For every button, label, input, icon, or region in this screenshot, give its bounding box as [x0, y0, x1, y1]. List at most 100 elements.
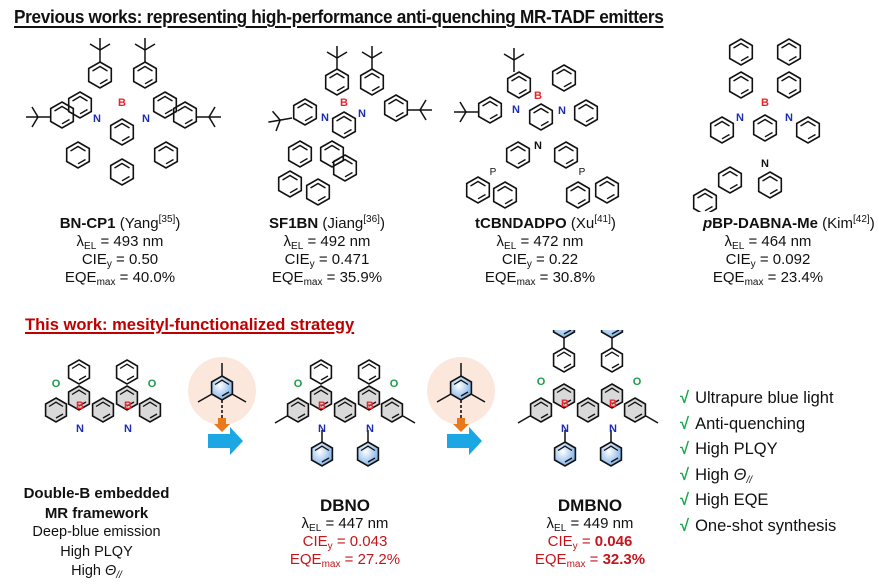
nitrogen-atom: N	[358, 108, 366, 120]
nitrogen-atom: N	[558, 105, 566, 117]
eqe-max-value: 35.9%	[339, 269, 383, 286]
dmbno-structure: B B N N O O	[517, 330, 659, 467]
check-icon: √	[680, 440, 690, 458]
cie-y-value: 0.043	[349, 533, 388, 550]
sf1bn-structure: B N N	[265, 45, 433, 206]
nitrogen-atom: N	[142, 113, 150, 125]
benefit-item: √Ultrapure blue light	[680, 389, 834, 407]
eqe-max-value: 30.8%	[552, 269, 596, 286]
nitrogen-atom: N	[785, 112, 793, 124]
compound-name: BN-CP1	[59, 215, 116, 232]
boron-atom: B	[366, 400, 374, 412]
lambda-el-value: 464 nm	[761, 233, 812, 250]
bn-cp1-structure: B N N	[25, 37, 222, 186]
tcbndadpo-structure: B N N N P P	[453, 47, 620, 209]
cie-y-value: 0.50	[128, 251, 159, 268]
mesityl-addition-step-1	[188, 357, 256, 455]
eqe-max-value: 40.0%	[132, 269, 176, 286]
blue-right-arrow-icon	[447, 427, 482, 455]
nitrogen-atom: N	[761, 158, 769, 170]
nitrogen-atom: N	[366, 423, 374, 435]
nitrogen-atom: N	[321, 112, 329, 124]
boron-atom: B	[609, 398, 617, 410]
check-icon: √	[680, 389, 690, 407]
compound-name: SF1BN	[269, 215, 319, 232]
pbp-dabna-me-structure: B N N N	[692, 38, 821, 212]
reference: [41]	[594, 214, 611, 225]
compound-name: DBNO	[319, 496, 371, 515]
compound-name: tCBNDADPO	[475, 215, 567, 232]
eqe-max-value: 23.4%	[780, 269, 824, 286]
boron-atom: B	[561, 398, 569, 410]
blue-right-arrow-icon	[208, 427, 243, 455]
lambda-el-value: 493 nm	[113, 233, 164, 250]
nitrogen-atom: N	[609, 423, 617, 435]
cie-y-value: 0.22	[548, 251, 579, 268]
reference: [36]	[363, 214, 380, 225]
lambda-el-value: 447 nm	[338, 515, 389, 532]
pbp-dabna-me-caption: pBP-DABNA-Me (Kim[42]) λEL = 464 nm CIEy…	[703, 214, 875, 288]
author: Xu	[575, 215, 595, 232]
framework-description: Double-B embedded MR framework Deep-blue…	[14, 484, 179, 582]
boron-atom: B	[76, 400, 84, 412]
cie-y-value: 0.046	[594, 533, 633, 550]
orange-down-arrow-icon	[453, 418, 469, 432]
boron-atom: B	[761, 97, 769, 109]
reference: [42]	[853, 214, 870, 225]
author: Yang	[124, 215, 159, 232]
nitrogen-atom: N	[512, 104, 520, 116]
author: Kim	[827, 215, 854, 232]
previous-works-title: Previous works: representing high-perfor…	[14, 6, 664, 27]
author: Jiang	[327, 215, 364, 232]
nitrogen-atom: N	[736, 112, 744, 124]
nitrogen-atom: N	[76, 423, 84, 435]
benefit-item: √High PLQY	[680, 440, 778, 458]
dmbno-caption: DMBNO λEL = 449 nm CIEy = 0.046 EQEmax =…	[525, 496, 655, 570]
framework-structure: B B N N O O	[44, 359, 162, 435]
orange-down-arrow-icon	[214, 418, 230, 432]
mesityl-addition-step-2	[427, 357, 495, 455]
tcbndadpo-caption: tCBNDADPO (Xu[41]) λEL = 472 nm CIEy = 0…	[475, 214, 616, 288]
compound-name: DMBNO	[557, 496, 623, 515]
nitrogen-atom: N	[561, 423, 569, 435]
eqe-max-value: 27.2%	[357, 551, 401, 568]
previous-works-structures: B N N B N N B N N N P P	[25, 37, 821, 212]
eqe-max-value: 32.3%	[602, 551, 646, 568]
phosphorus-atom: P	[579, 167, 586, 178]
framework-title-line2: MR framework	[44, 504, 149, 522]
benefits-list: √Ultrapure blue light √Anti-quenching √H…	[680, 386, 836, 539]
boron-atom: B	[118, 97, 126, 109]
oxygen-atom: O	[633, 376, 642, 388]
reference: [35]	[158, 214, 176, 225]
oxygen-atom: O	[537, 376, 546, 388]
oxygen-atom: O	[148, 378, 157, 390]
framework-feature: High PLQY	[60, 543, 133, 560]
framework-feature: High Θ//	[71, 563, 122, 581]
framework-feature: Deep-blue emission	[32, 524, 161, 540]
this-work-structures: B B N N O O B B N N O O	[44, 330, 659, 467]
nitrogen-atom: N	[124, 423, 132, 435]
oxygen-atom: O	[294, 378, 303, 390]
this-work-title: This work: mesityl-functionalized strate…	[25, 316, 355, 334]
benefit-item: √High EQE	[680, 491, 769, 509]
oxygen-atom: O	[52, 378, 61, 390]
nitrogen-atom: N	[318, 423, 326, 435]
cie-y-value: 0.471	[331, 251, 370, 268]
phosphorus-atom: P	[490, 167, 497, 178]
boron-atom: B	[534, 90, 542, 102]
nitrogen-atom: N	[534, 140, 542, 152]
boron-atom: B	[318, 400, 326, 412]
lambda-el-value: 449 nm	[583, 515, 634, 532]
benefit-item: √Anti-quenching	[680, 414, 806, 433]
framework-title-line1: Double-B embedded	[23, 485, 170, 502]
cie-y-value: 0.092	[772, 251, 811, 268]
bn-cp1-caption: BN-CP1 (Yang[35]) λEL = 493 nm CIEy = 0.…	[59, 214, 181, 288]
dbno-caption: DBNO λEL = 447 nm CIEy = 0.043 EQEmax = …	[280, 496, 410, 570]
benefit-item: √High Θ//	[680, 465, 752, 486]
sf1bn-caption: SF1BN (Jiang[36]) λEL = 492 nm CIEy = 0.…	[269, 214, 385, 288]
compound-name: BP-DABNA-Me	[712, 215, 818, 232]
check-icon: √	[680, 516, 690, 535]
nitrogen-atom: N	[93, 113, 101, 125]
lambda-el-value: 492 nm	[320, 233, 371, 250]
boron-atom: B	[124, 400, 132, 412]
